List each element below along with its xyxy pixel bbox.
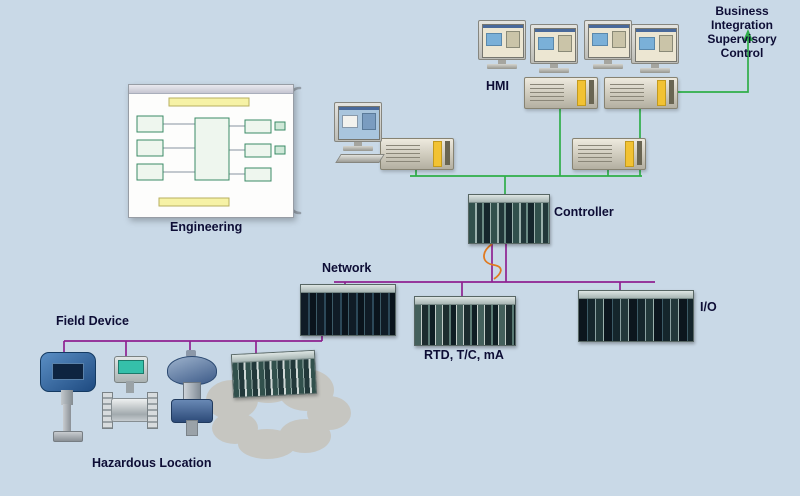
- monitor-screen: [534, 28, 576, 62]
- flowmeter-body: [111, 398, 151, 422]
- server-vents: [578, 145, 612, 163]
- engineering-server: [380, 138, 454, 170]
- business-integration-line1: Business Integration: [711, 4, 773, 32]
- server-slot: [589, 80, 594, 104]
- transmitter-neck: [61, 390, 73, 405]
- green-arrow-head: [743, 29, 753, 41]
- server-stripe: [625, 141, 634, 167]
- hmi-label: HMI: [486, 79, 509, 93]
- transmitter-flange: [53, 431, 83, 442]
- hmi-server-1: [524, 77, 598, 109]
- monitor-frame: [584, 20, 632, 60]
- io-label: I/O: [700, 300, 717, 314]
- server-stripe: [577, 80, 586, 106]
- server-slot: [637, 141, 642, 165]
- server-stripe: [433, 141, 442, 167]
- field-device-label: Field Device: [56, 314, 129, 328]
- flowmeter-flange-right: [147, 392, 158, 429]
- green-network-lines: [410, 40, 749, 196]
- rack-modules: [301, 293, 395, 335]
- rack-top-band: [301, 285, 395, 293]
- transmitter-display: [52, 363, 84, 380]
- flowmeter-display: [118, 360, 144, 374]
- engineering-label: Engineering: [170, 220, 243, 234]
- valve-cap: [186, 350, 196, 357]
- hmi-monitor-3: [584, 20, 632, 69]
- right-io-rack: [578, 290, 694, 342]
- business-integration-label: Business Integration Supervisory Control: [686, 4, 798, 60]
- network-server: [572, 138, 646, 170]
- monitor-screen: [588, 24, 630, 58]
- remote-io-rack: [230, 349, 318, 399]
- server-vents: [610, 84, 644, 102]
- hmi-server-2: [604, 77, 678, 109]
- server-vents: [530, 84, 564, 102]
- controller-label: Controller: [554, 205, 614, 219]
- hmi-monitor-1: [478, 20, 526, 69]
- rack-top-band: [469, 195, 549, 203]
- rack-top-band: [579, 291, 693, 299]
- engineering-window: [128, 84, 294, 218]
- transmitter-stem: [63, 404, 71, 432]
- rtd-io-rack: [414, 296, 516, 346]
- server-slot: [669, 80, 674, 104]
- server-stripe: [657, 80, 666, 106]
- flow-meter: [102, 356, 158, 442]
- monitor-frame: [530, 24, 578, 64]
- monitor-frame: [631, 24, 679, 64]
- control-valve: [162, 350, 220, 452]
- rack-modules: [232, 358, 317, 398]
- server-slot: [445, 141, 450, 165]
- monitor-frame: [478, 20, 526, 60]
- hmi-monitor-2: [530, 24, 578, 73]
- pressure-transmitter: [40, 352, 96, 444]
- network-label: Network: [322, 261, 372, 275]
- workstation-keyboard: [335, 154, 385, 163]
- engineering-window-titlebar: [129, 85, 293, 94]
- workstation-monitor: [334, 102, 382, 151]
- rtd-label: RTD, T/C, mA: [424, 348, 504, 362]
- monitor-screen: [482, 24, 524, 58]
- rack-modules: [469, 203, 549, 243]
- server-vents: [386, 145, 420, 163]
- valve-body: [171, 399, 213, 423]
- valve-actuator: [167, 356, 217, 385]
- monitor-frame: [334, 102, 382, 142]
- monitor-screen: [635, 28, 677, 62]
- hazardous-location-label: Hazardous Location: [92, 456, 212, 470]
- flowmeter-neck: [126, 381, 134, 393]
- rack-modules: [579, 299, 693, 341]
- hmi-monitor-4: [631, 24, 679, 73]
- controller-rack: [468, 194, 550, 244]
- valve-stem: [186, 420, 198, 436]
- rack-top-band: [415, 297, 515, 305]
- controller-cable: [483, 243, 502, 280]
- rack-modules: [415, 305, 515, 345]
- network-io-rack: [300, 284, 396, 336]
- engineering-fbd-diagram: [136, 97, 286, 207]
- business-integration-line2: Supervisory Control: [707, 32, 777, 60]
- monitor-screen: [338, 106, 380, 140]
